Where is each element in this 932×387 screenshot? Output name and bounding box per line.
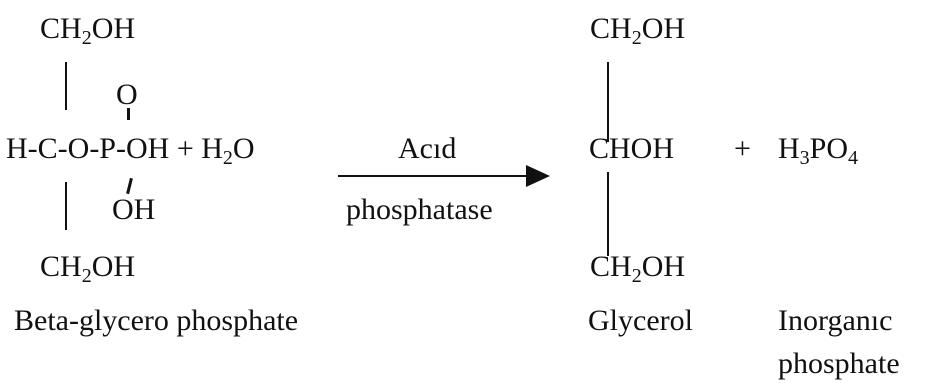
glycerol-top-ch2oh: CH2OH [590, 12, 686, 49]
phosphoric-acid-formula: H3PO4 [778, 132, 859, 169]
arrow-head-icon [526, 165, 550, 187]
plus-sign: + [734, 132, 751, 165]
bond-p-o-top [127, 108, 130, 120]
enzyme-label-top: Acıd [398, 132, 457, 165]
glycerol-name: Glycerol [588, 304, 693, 337]
enzyme-label-bottom: phosphatase [346, 193, 493, 226]
reactant-bottom-ch2oh: CH2OH [40, 250, 136, 287]
glycerol-bottom-ch2oh: CH2OH [590, 250, 686, 287]
glycerol-bond-upper [607, 62, 609, 142]
glycerol-middle-chohh: CHOH [589, 132, 675, 165]
phosphate-name-line2: phosphate [778, 347, 900, 380]
phosphate-hydroxyl: OH [112, 193, 156, 226]
phosphate-oxygen: O [116, 78, 138, 111]
phosphate-name-line1: Inorganıc [778, 304, 893, 337]
bond-p-oh-bottom [126, 177, 133, 195]
glycerol-bond-lower [607, 172, 609, 256]
reactant-top-ch2oh: CH2OH [40, 12, 136, 49]
bond-line-lower [65, 182, 67, 230]
reactant-name: Beta-glycero phosphate [14, 304, 299, 337]
bond-line-upper [65, 62, 67, 110]
reactant-middle-row: H-C-O-P-OH + H2O [6, 132, 255, 169]
arrow-shaft [338, 175, 528, 177]
